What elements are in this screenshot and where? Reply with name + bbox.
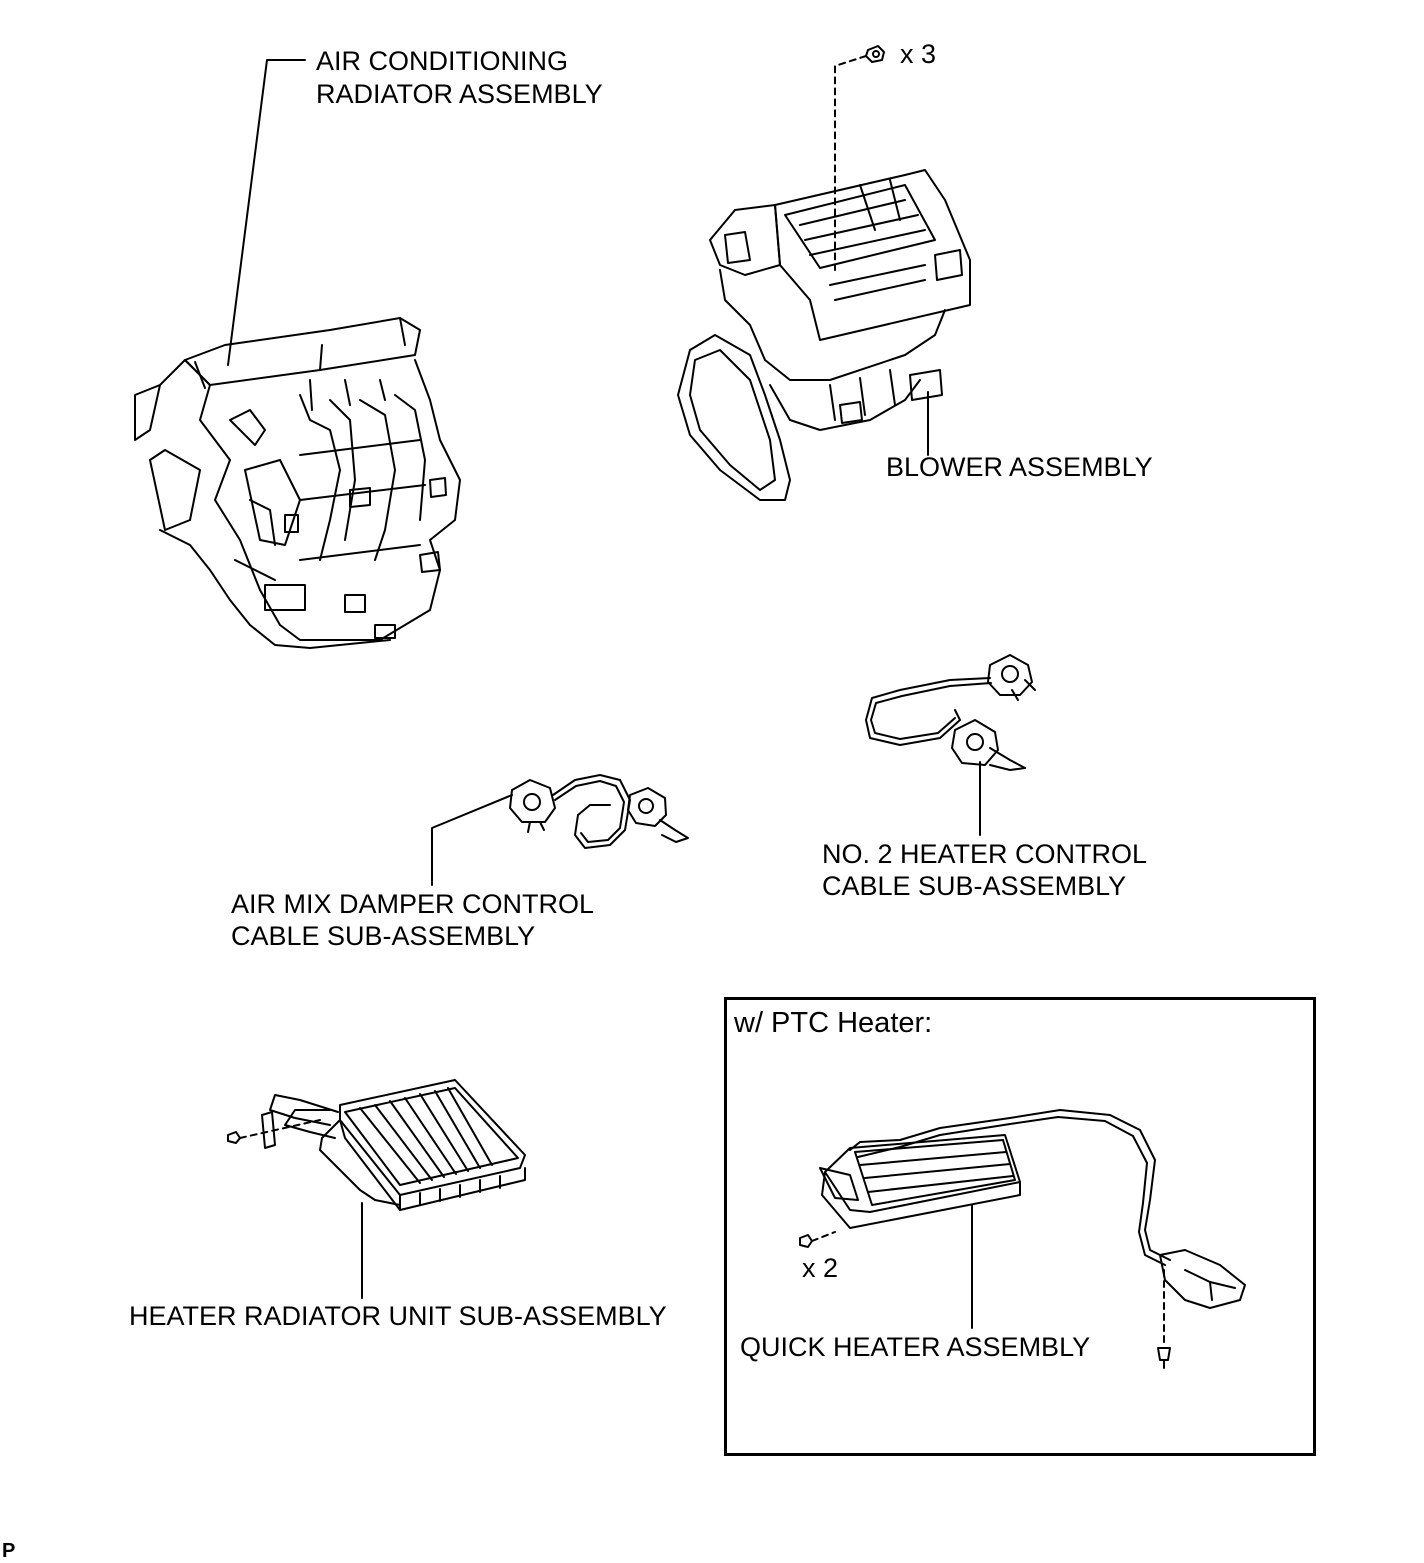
label-ac-radiator-line1: AIR CONDITIONING xyxy=(316,46,569,76)
corner-code: P xyxy=(2,1540,16,1562)
quick-heater-screw-left xyxy=(799,1234,813,1248)
leader-ac-radiator xyxy=(227,59,306,366)
heater-radiator-unit-drawing xyxy=(261,1079,526,1211)
quick-heater-screw-bottom xyxy=(1157,1347,1171,1369)
leader-air-mix-cable xyxy=(431,794,513,886)
blower-screw xyxy=(865,45,885,63)
ptc-heater-box xyxy=(724,997,1316,1456)
label-blower: BLOWER ASSEMBLY xyxy=(886,452,1153,482)
label-no2-cable-line1: NO. 2 HEATER CONTROL xyxy=(822,839,1148,869)
label-blower-screw-qty: x 3 xyxy=(900,39,937,69)
label-no2-cable-line2: CABLE SUB-ASSEMBLY xyxy=(822,871,1127,901)
label-air-mix-cable-line1: AIR MIX DAMPER CONTROL xyxy=(231,889,595,919)
heater-radiator-screw-dashed-line xyxy=(239,1119,321,1139)
label-ac-radiator-line2: RADIATOR ASSEMBLY xyxy=(316,79,603,109)
label-air-mix-cable-line2: CABLE SUB-ASSEMBLY xyxy=(231,921,536,951)
label-quick-heater: QUICK HEATER ASSEMBLY xyxy=(740,1332,1091,1362)
ptc-box-title: w/ PTC Heater: xyxy=(734,1007,933,1039)
no2-heater-control-cable-drawing xyxy=(865,654,1036,771)
heater-radiator-screw xyxy=(227,1131,241,1144)
air-conditioning-radiator-assembly-drawing xyxy=(134,317,461,649)
label-heater-radiator: HEATER RADIATOR UNIT SUB-ASSEMBLY xyxy=(129,1301,667,1331)
blower-screw-dashed-line xyxy=(834,55,867,271)
blower-assembly-drawing xyxy=(677,169,971,501)
quick-heater-assembly-drawing xyxy=(819,1109,1246,1309)
quick-heater-screw-dashed-line-left xyxy=(811,1231,836,1242)
air-mix-damper-control-cable-drawing xyxy=(509,774,689,849)
label-quick-heater-screw-qty: x 2 xyxy=(802,1253,839,1283)
